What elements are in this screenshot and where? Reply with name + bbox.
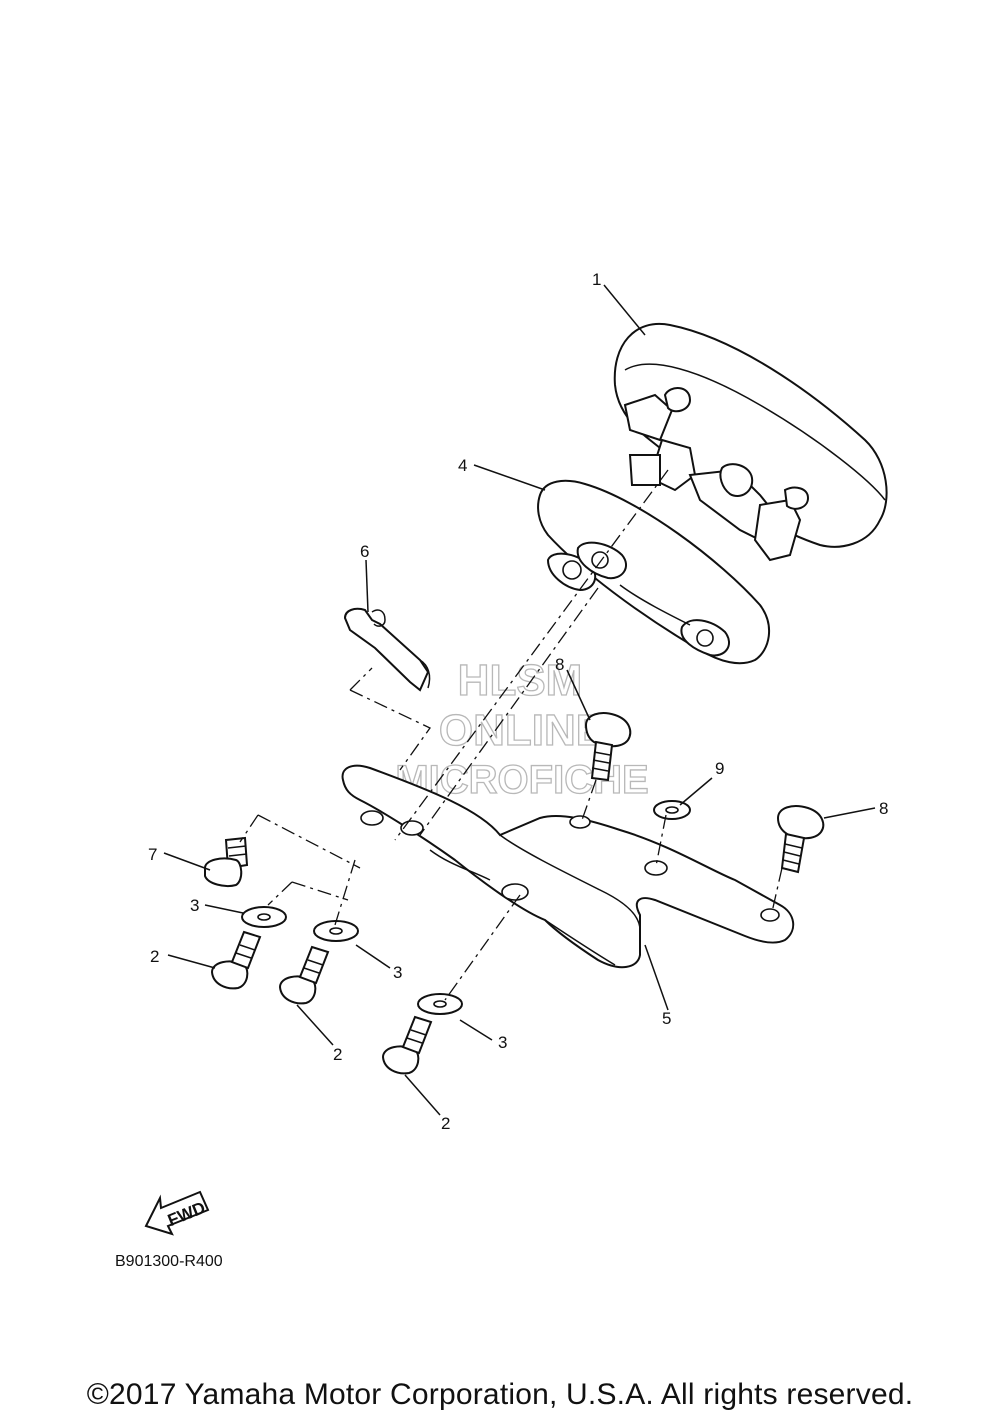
callout-5: 5 — [662, 1009, 671, 1028]
damper-rubber — [537, 479, 771, 665]
bolt-2-right — [381, 1015, 433, 1075]
meter-assembly — [613, 322, 888, 562]
callout-8-b: 8 — [879, 799, 888, 818]
bracket-clip — [343, 607, 431, 692]
callout-3-b: 3 — [393, 963, 402, 982]
assembly-lines — [239, 469, 783, 1001]
bolt-7 — [204, 836, 249, 887]
figure-code: B901300-R400 — [115, 1253, 223, 1270]
copyright-notice: ©2017 Yamaha Motor Corporation, U.S.A. A… — [86, 1378, 914, 1411]
callout-2-b: 2 — [333, 1045, 342, 1064]
callout-3-c: 3 — [498, 1033, 507, 1052]
meter-bracket — [341, 764, 795, 969]
nut-9 — [653, 800, 691, 820]
callout-3-a: 3 — [190, 896, 199, 915]
washer-3-left — [241, 906, 287, 928]
callout-6: 6 — [360, 542, 369, 561]
fwd-arrow-icon: FWD — [144, 1190, 210, 1236]
screw-8-center — [584, 712, 632, 782]
washer-3-right — [417, 993, 463, 1015]
watermark-line-1: HLSM — [458, 656, 583, 705]
callout-9: 9 — [715, 759, 724, 778]
callout-8-a: 8 — [555, 655, 564, 674]
watermark-line-2: ONLINE — [439, 706, 605, 755]
bolt-2-center — [278, 945, 330, 1005]
callout-2-c: 2 — [441, 1114, 450, 1133]
callout-4: 4 — [458, 456, 467, 475]
callout-1: 1 — [592, 270, 601, 289]
leader-lines — [163, 284, 876, 1116]
bolt-2-left — [210, 930, 262, 990]
callouts: 1 2 2 2 3 3 3 4 5 6 7 8 8 9 — [148, 270, 888, 1133]
callout-7: 7 — [148, 845, 157, 864]
callout-2-a: 2 — [150, 947, 159, 966]
screw-8-right — [776, 805, 825, 874]
washer-3-center — [313, 920, 359, 942]
